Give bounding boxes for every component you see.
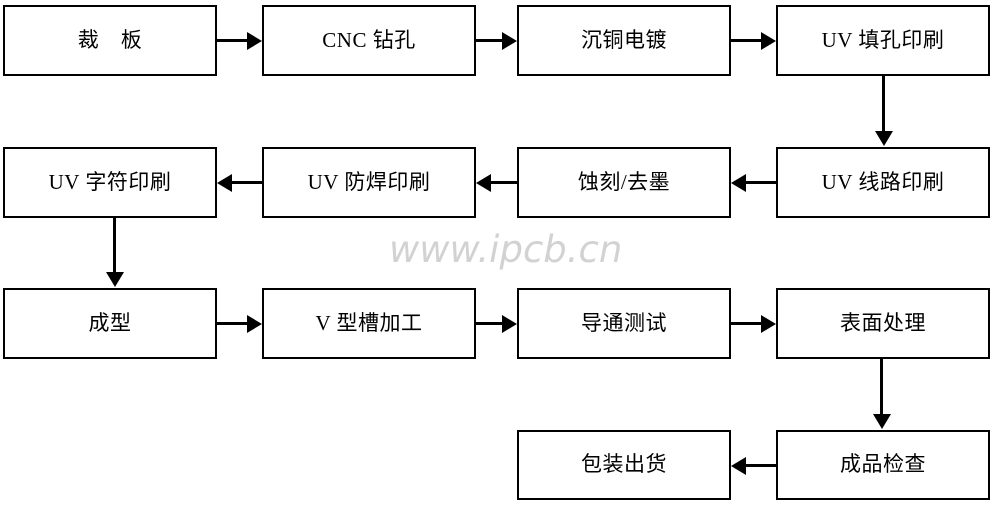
arrow-head-left-icon xyxy=(731,174,746,192)
edge-line xyxy=(476,322,505,325)
edge-line xyxy=(476,39,505,42)
edge-line xyxy=(746,464,776,467)
node-label: 导通测试 xyxy=(581,310,667,335)
arrow-head-right-icon xyxy=(761,32,776,50)
edge-line xyxy=(882,76,885,134)
arrow-head-right-icon xyxy=(761,315,776,333)
arrow-head-down-icon xyxy=(873,414,891,429)
arrow-head-left-icon xyxy=(476,174,491,192)
process-node-packaging-shipping[interactable]: 包装出货 xyxy=(517,430,731,500)
process-node-continuity-test[interactable]: 导通测试 xyxy=(517,288,731,359)
process-node-etching-stripping[interactable]: 蚀刻/去墨 xyxy=(517,147,731,218)
edge-line xyxy=(731,39,762,42)
node-label: 表面处理 xyxy=(840,310,926,335)
process-node-final-inspection[interactable]: 成品检查 xyxy=(776,430,990,500)
arrow-head-right-icon xyxy=(502,32,517,50)
node-label: V 型槽加工 xyxy=(315,310,423,335)
node-label: 沉铜电镀 xyxy=(581,27,667,52)
process-node-forming[interactable]: 成型 xyxy=(3,288,217,359)
node-label: UV 字符印刷 xyxy=(48,169,172,194)
process-node-uv-legend-printing[interactable]: UV 字符印刷 xyxy=(3,147,217,218)
process-node-uv-hole-fill-printing[interactable]: UV 填孔印刷 xyxy=(776,5,990,76)
edge-line xyxy=(731,322,762,325)
arrow-head-left-icon xyxy=(217,174,232,192)
process-node-uv-circuit-printing[interactable]: UV 线路印刷 xyxy=(776,147,990,218)
process-node-cutting[interactable]: 裁 板 xyxy=(3,5,217,76)
edge-line xyxy=(113,218,116,274)
node-label: UV 防焊印刷 xyxy=(307,169,431,194)
node-label: CNC 钻孔 xyxy=(322,27,416,52)
arrow-head-left-icon xyxy=(731,457,746,475)
edge-line xyxy=(491,181,517,184)
node-label: UV 填孔印刷 xyxy=(821,27,945,52)
arrow-head-right-icon xyxy=(247,315,262,333)
node-label: UV 线路印刷 xyxy=(821,169,945,194)
arrow-head-down-icon xyxy=(875,131,893,146)
node-label: 成型 xyxy=(88,310,132,335)
node-label: 包装出货 xyxy=(581,452,667,477)
process-node-copper-plating[interactable]: 沉铜电镀 xyxy=(517,5,731,76)
edge-line xyxy=(217,322,249,325)
arrow-head-right-icon xyxy=(247,32,262,50)
arrow-head-right-icon xyxy=(502,315,517,333)
process-node-cnc-drilling[interactable]: CNC 钻孔 xyxy=(262,5,476,76)
node-label: 裁 板 xyxy=(77,27,143,52)
process-node-v-cut-machining[interactable]: V 型槽加工 xyxy=(262,288,476,359)
edge-line xyxy=(746,181,776,184)
process-node-uv-solder-mask-printing[interactable]: UV 防焊印刷 xyxy=(262,147,476,218)
node-label: 蚀刻/去墨 xyxy=(577,169,671,194)
edge-line xyxy=(880,359,883,416)
process-node-surface-finishing[interactable]: 表面处理 xyxy=(776,288,990,359)
watermark: www.ipcb.cn xyxy=(389,228,623,271)
edge-line xyxy=(232,181,262,184)
arrow-head-down-icon xyxy=(106,272,124,287)
node-label: 成品检查 xyxy=(840,452,926,477)
edge-line xyxy=(217,39,249,42)
